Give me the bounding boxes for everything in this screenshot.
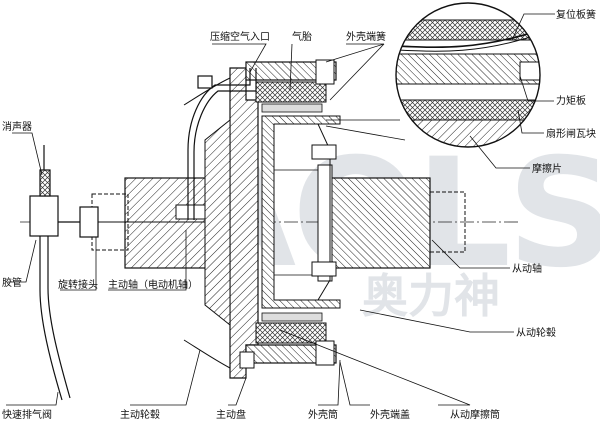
label-drive-hub: 主动轮毂 <box>120 408 160 421</box>
label-driven-friction-drum: 从动摩擦筒 <box>450 408 500 421</box>
label-torque-plate: 力矩板 <box>556 94 586 107</box>
driven-drum-part <box>261 115 341 309</box>
label-air-bladder: 气胎 <box>292 30 312 43</box>
label-outer-shell-end-cover: 外壳端盖 <box>370 408 410 421</box>
label-outer-shell-end-spring: 外壳端簧 <box>346 30 386 43</box>
label-drive-disc: 主动盘 <box>216 408 246 421</box>
drive-disc-part <box>183 67 259 379</box>
outer-shell-part <box>239 59 337 369</box>
label-return-leaf-spring: 复位板簧 <box>556 8 596 21</box>
label-silencer: 消声器 <box>2 120 32 133</box>
label-compressed-air-inlet: 压缩空气入口 <box>210 30 270 43</box>
watermark-cn: 奥力神 <box>362 269 500 323</box>
labels: 消声器 胶管 快速排气阀 旋转接头 主动轴（电动机轴） 主动轮毂 主动盘 外壳筒… <box>2 8 596 421</box>
label-drive-shaft: 主动轴（电动机轴） <box>108 278 198 291</box>
label-friction-pad: 摩擦片 <box>532 162 562 175</box>
label-quick-exhaust-valve: 快速排气阀 <box>2 408 52 421</box>
label-hose: 胶管 <box>2 276 22 289</box>
air-pipe <box>58 68 257 238</box>
driven-shaft-part <box>317 164 466 282</box>
label-outer-shell: 外壳筒 <box>308 408 338 421</box>
label-driven-shaft: 从动轴 <box>512 262 542 275</box>
exhaust-valve-assembly <box>29 145 71 401</box>
leader-lines <box>6 13 555 406</box>
label-driven-hub: 从动轮毂 <box>516 326 556 339</box>
label-rotary-joint: 旋转接头 <box>58 278 98 291</box>
label-sector-brake-shoe: 扇形闸瓦块 <box>546 127 596 140</box>
